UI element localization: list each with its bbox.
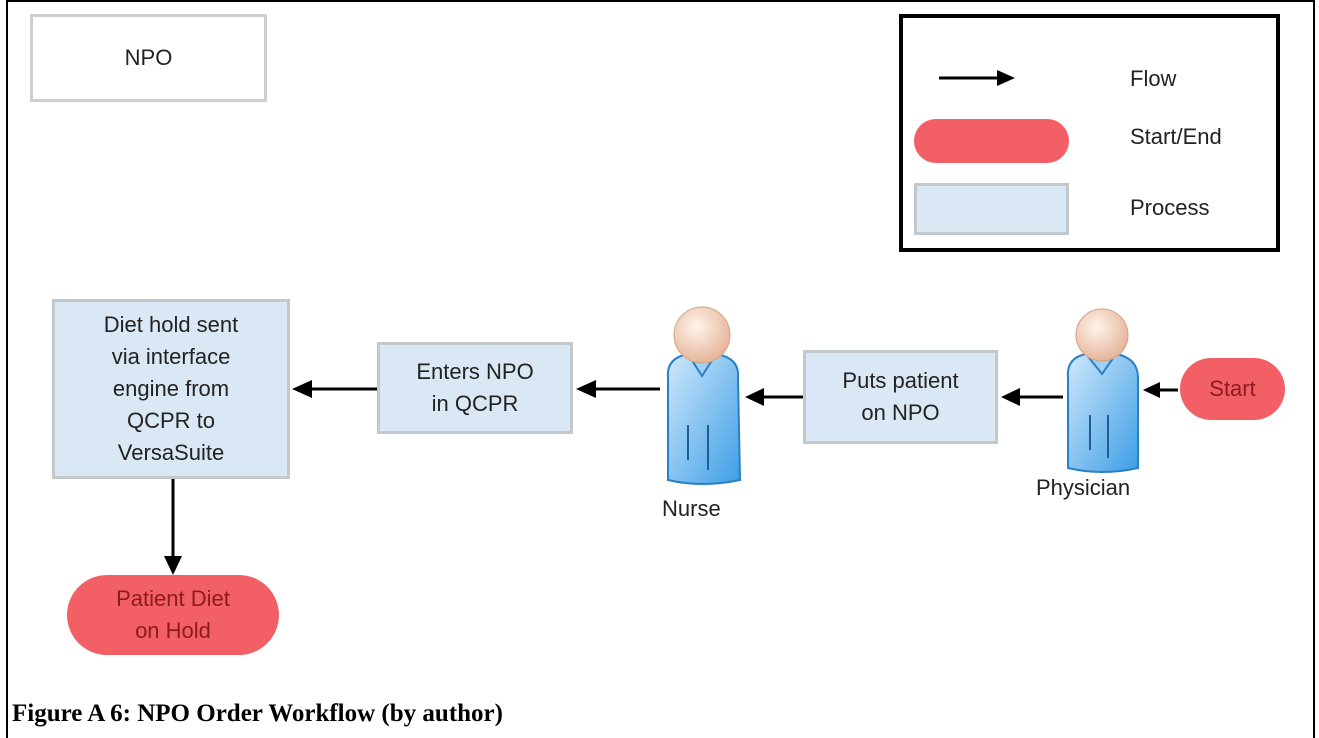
figure-frame [6,0,1315,738]
figure-caption: Figure A 6: NPO Order Workflow (by autho… [12,700,503,727]
nurse-label: Nurse [662,496,721,521]
arrow-enters-npo-to-diet-hold [292,380,378,398]
arrow-start-to-physician [1143,382,1178,398]
arrow-nurse-to-enters-npo [576,380,660,398]
puts-patient-on-npo-process: Puts patient on NPO [803,350,998,444]
patient-diet-on-hold-end-node: Patient Diet on Hold [67,575,279,655]
arrow-puts-patient-to-nurse [745,388,806,406]
legend-flow-arrow [939,70,1015,86]
legend: Flow Start/End Process [899,14,1280,252]
diet-hold-sent-process: Diet hold sent via interface engine from… [52,299,290,479]
diagram-title: NPO [30,14,267,102]
legend-process-shape [914,183,1069,235]
legend-start-end-shape [914,119,1069,163]
arrow-physician-to-puts-patient [1001,388,1063,406]
physician-person-icon [1066,308,1139,473]
enters-npo-process: Enters NPO in QCPR [377,342,573,434]
legend-process-label: Process [1130,195,1210,220]
nurse-person-icon [666,306,742,485]
start-node: Start [1180,358,1285,420]
legend-flow-label: Flow [1130,66,1177,91]
legend-start-end-label: Start/End [1130,124,1222,149]
physician-label: Physician [1036,475,1131,500]
arrow-diet-hold-to-patient-diet [164,478,182,575]
